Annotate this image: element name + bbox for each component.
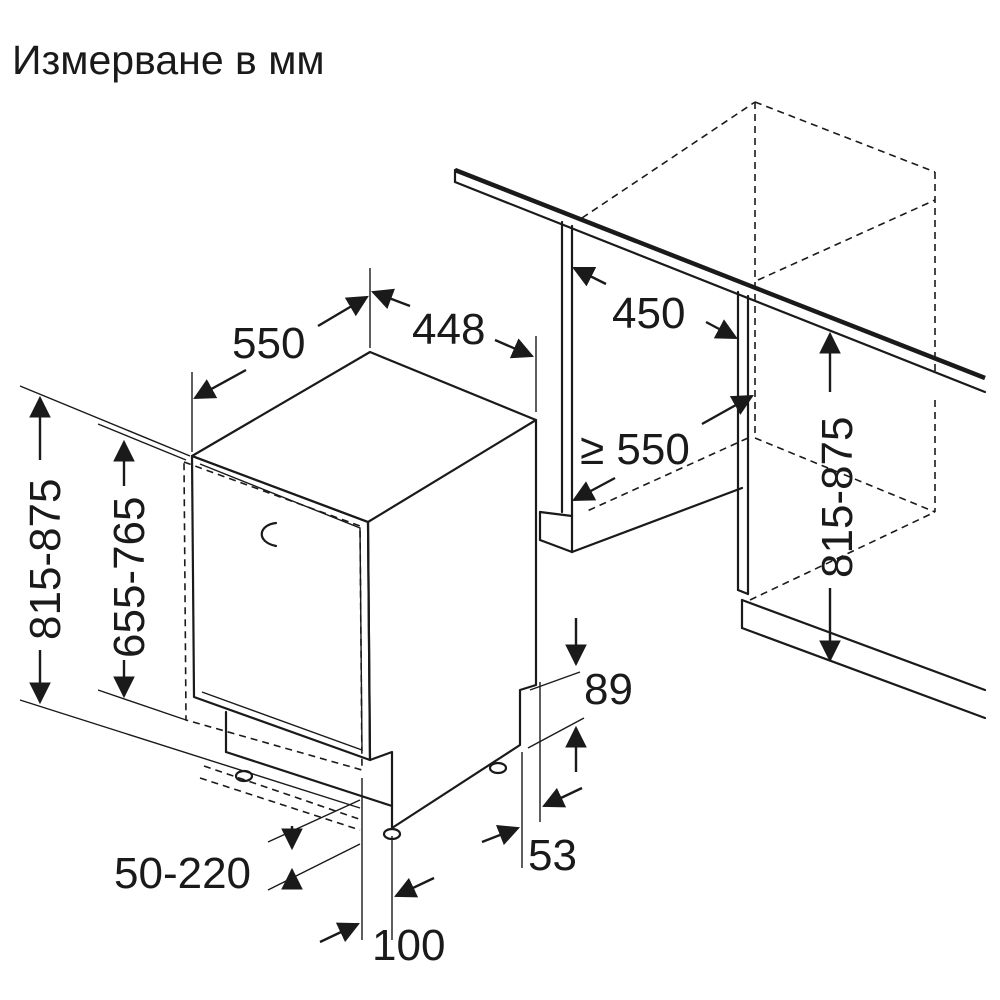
- page-title: Измерване в мм: [12, 37, 325, 83]
- niche-width-label: 450: [612, 289, 685, 338]
- niche-depth-label: ≥ 550: [580, 425, 690, 474]
- total-height-label: 815-875: [21, 479, 70, 640]
- appliance-width-label: 448: [412, 305, 485, 354]
- niche-height-label: 815-875: [813, 417, 862, 578]
- appliance-depth-label: 550: [232, 319, 305, 368]
- plinth-depth-label: 100: [372, 921, 445, 970]
- toe-kick-height-label: 89: [584, 665, 633, 714]
- toe-kick-offset-label: 53: [528, 831, 577, 880]
- door-height-label: 655-765: [105, 497, 154, 658]
- plinth-height-label: 50-220: [114, 849, 251, 898]
- dishwasher-body: [183, 350, 538, 841]
- cabinet-niche: [453, 101, 987, 720]
